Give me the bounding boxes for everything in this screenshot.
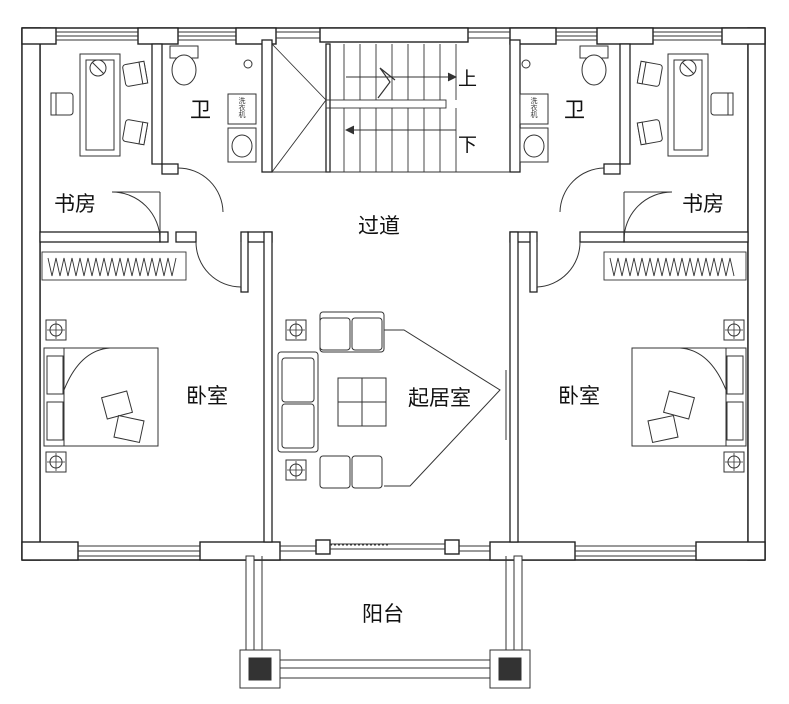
label-living-room: 起居室	[408, 386, 471, 410]
wardrobe-right	[603, 251, 747, 281]
door-swings	[111, 167, 673, 440]
washer-label-right: 洗衣机	[530, 97, 538, 118]
bed-left	[43, 319, 159, 473]
bath-left-fixtures	[169, 45, 257, 163]
staircase	[271, 43, 510, 173]
label-bedroom-left: 卧室	[186, 384, 228, 408]
label-study-left: 书房	[54, 192, 96, 216]
living-furniture	[277, 311, 501, 489]
label-bath-right: 卫	[564, 98, 585, 122]
label-bath-left: 卫	[190, 98, 211, 122]
wall-blocks	[21, 27, 766, 561]
study-right-desk	[636, 53, 734, 157]
stair-up-label: 上	[458, 68, 478, 90]
windows	[56, 31, 722, 557]
label-balcony: 阳台	[362, 602, 404, 626]
label-bedroom-right: 卧室	[558, 384, 600, 408]
bed-right	[631, 319, 747, 473]
washer-label-left: 洗衣机	[238, 97, 246, 118]
balcony	[239, 555, 531, 689]
interior-walls	[39, 39, 749, 543]
study-left-desk	[50, 53, 149, 157]
stair-down-label: 下	[458, 134, 478, 156]
bath-right-fixtures	[519, 45, 609, 163]
wardrobe-left	[41, 251, 187, 281]
label-study-right: 书房	[682, 192, 724, 216]
label-corridor: 过道	[358, 214, 400, 238]
